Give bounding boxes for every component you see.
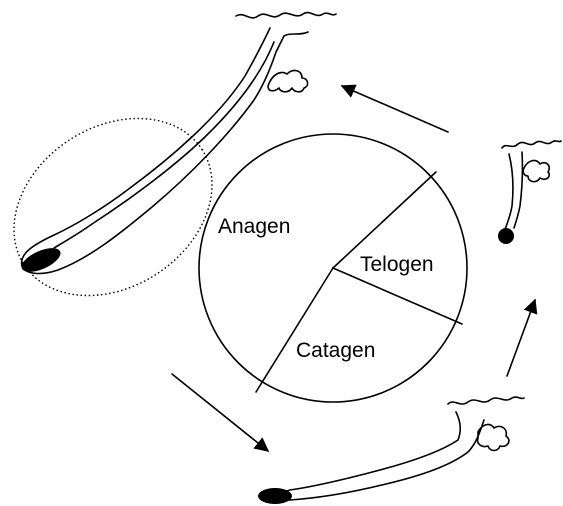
- telogen-hair-shaft: [504, 152, 522, 232]
- arrow-catagen-to-telogen-icon: [507, 300, 535, 376]
- divider-catagen-anagen: [256, 268, 333, 392]
- phase-label-anagen: Anagen: [218, 215, 290, 238]
- catagen-bulb-icon: [258, 488, 292, 504]
- telogen-bulb-icon: [498, 228, 514, 244]
- sebaceous-gland-telogen: [523, 161, 549, 182]
- anagen-follicle-icon: [0, 13, 336, 332]
- catagen-follicle-icon: [258, 397, 524, 504]
- phase-label-telogen: Telogen: [360, 253, 434, 276]
- skin-surface-anagen: [236, 13, 336, 18]
- divider-telogen-catagen: [333, 268, 462, 324]
- skin-surface-telogen: [502, 141, 561, 148]
- arrow-telogen-to-anagen-icon: [342, 86, 448, 132]
- anagen-bulb-icon: [18, 243, 64, 277]
- highlight-ellipse: [0, 82, 245, 332]
- cycle-wheel: Anagen Telogen Catagen: [199, 134, 467, 402]
- telogen-follicle-icon: [498, 141, 561, 244]
- catagen-hair-shaft: [283, 412, 485, 500]
- sebaceous-gland-anagen: [268, 71, 308, 92]
- cycle-arrows: [172, 86, 535, 451]
- arrow-anagen-to-catagen-icon: [172, 374, 268, 451]
- sebaceous-gland-catagen: [478, 425, 509, 451]
- phase-label-catagen: Catagen: [296, 339, 375, 362]
- skin-surface-catagen: [448, 397, 524, 404]
